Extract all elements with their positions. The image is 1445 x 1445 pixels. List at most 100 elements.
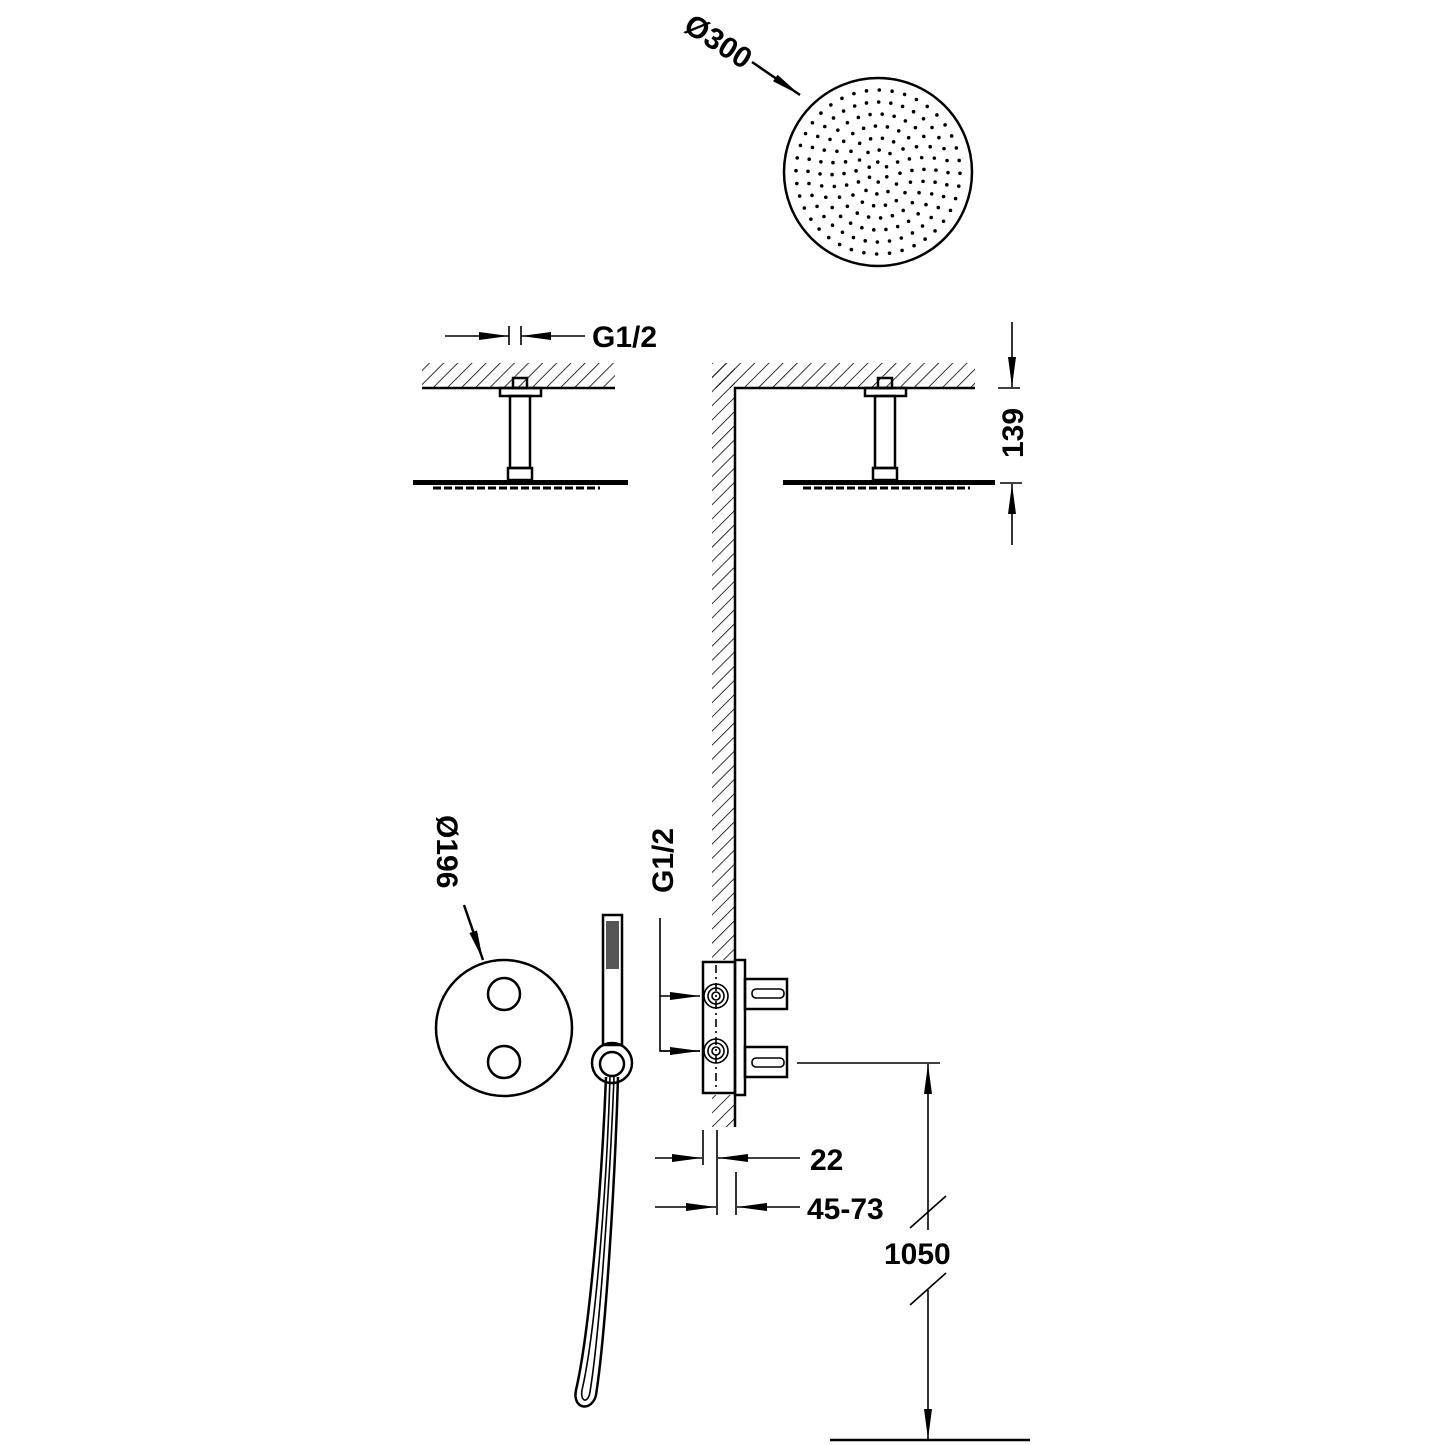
nozzle-dot: [809, 217, 813, 221]
nozzle-dot: [890, 89, 894, 94]
nozzle-dot: [862, 250, 866, 255]
nozzle-dot: [941, 194, 946, 199]
nozzle-dot: [894, 198, 899, 203]
nozzle-dot: [890, 213, 895, 218]
knob-icon: [486, 1044, 522, 1080]
nozzle-dot: [900, 248, 904, 253]
plate-diameter-label: Ø196: [430, 815, 463, 888]
nozzle-dot: [934, 168, 938, 172]
nozzle-dot: [818, 172, 822, 176]
nozzle-dot: [913, 125, 918, 130]
nozzle-dot: [898, 171, 902, 175]
nozzle-dot: [887, 251, 892, 255]
nozzle-dot: [831, 160, 835, 165]
nozzle-dot: [937, 135, 941, 140]
nozzle-dot: [871, 203, 876, 208]
nozzle-dot: [877, 88, 882, 92]
nozzle-dot: [958, 171, 962, 176]
nozzle-dot: [857, 141, 862, 146]
arm-height-label: 139: [997, 408, 1030, 458]
nozzle-dot: [845, 120, 850, 125]
nozzle-dot: [822, 124, 827, 129]
nozzle-dot: [867, 165, 872, 170]
nozzle-dot: [795, 156, 800, 160]
ceiling-arm-right: [783, 376, 995, 490]
nozzle-dot: [860, 200, 865, 204]
nozzle-dot: [863, 239, 868, 243]
nozzle-dot: [921, 116, 926, 121]
nozzle-dot: [910, 200, 915, 205]
nozzle-dot: [807, 181, 811, 186]
nozzle-dot: [794, 168, 798, 173]
nozzle-dot: [849, 149, 853, 154]
nozzle-dot: [908, 180, 913, 184]
nozzle-dot: [857, 158, 862, 162]
nozzle-dot: [873, 124, 878, 128]
nozzle-dot: [901, 208, 906, 213]
nozzle-dot: [888, 101, 893, 105]
nozzle-dot: [899, 236, 904, 240]
nozzle-dot: [907, 157, 912, 161]
nozzle-dot: [901, 147, 905, 151]
nozzle-dot: [864, 101, 869, 105]
mixer-plate-front-view: [434, 958, 574, 1098]
plate-diameter-arrow: [462, 904, 485, 961]
nozzle-dot: [810, 193, 814, 198]
overhead-diameter-label: Ø300: [678, 8, 758, 76]
nozzle-dot: [844, 183, 849, 187]
mixer-body-side-view: [701, 958, 789, 1097]
nozzle-dot: [842, 171, 846, 176]
nozzle-dot: [819, 111, 823, 115]
nozzle-dot: [874, 252, 879, 256]
nozzle-dot: [928, 144, 932, 149]
nozzle-dot: [830, 223, 835, 228]
nozzle-dot: [807, 157, 811, 162]
hand-shower: [574, 913, 634, 1408]
nozzle-dot: [892, 114, 896, 119]
nozzle-dot: [884, 174, 889, 179]
nozzle-dot: [856, 180, 861, 184]
nozzle-dot: [896, 129, 901, 133]
nozzle-dot: [819, 159, 823, 164]
nozzle-dot: [830, 172, 834, 177]
nozzle-dot: [895, 224, 900, 229]
nozzle-dot: [838, 214, 843, 219]
nozzle-dot: [864, 188, 868, 193]
nozzle-dot: [868, 112, 872, 117]
plate-offset-label: 22: [810, 1144, 843, 1177]
nozzle-dot: [795, 181, 799, 186]
nozzle-dot: [888, 151, 892, 156]
nozzle-dot: [935, 113, 939, 117]
nozzle-dot: [919, 155, 924, 160]
nozzle-dot: [831, 116, 836, 120]
nozzle-dot: [875, 192, 879, 196]
nozzle-dot: [922, 134, 926, 139]
nozzle-dot: [810, 145, 815, 150]
nozzle-dot: [864, 89, 869, 93]
nozzle-dot: [903, 190, 907, 195]
nozzle-dot: [851, 235, 856, 240]
nozzle-dot: [933, 229, 937, 233]
overhead-shower-top-view: [782, 76, 974, 268]
knob-icon: [486, 976, 522, 1012]
nozzle-dot: [954, 146, 959, 150]
nozzle-dot: [894, 182, 899, 186]
nozzle-dot: [943, 123, 947, 127]
nozzle-dot: [936, 205, 941, 210]
nozzle-dot: [917, 190, 921, 195]
nozzle-dot: [835, 149, 839, 154]
nozzle-dot: [906, 219, 911, 224]
nozzle-dot: [895, 160, 900, 164]
nozzle-dot: [945, 158, 949, 163]
nozzle-dot: [852, 104, 857, 108]
nozzle-dot: [914, 97, 919, 102]
nozzle-dot: [912, 243, 916, 248]
nozzle-dot: [885, 125, 890, 129]
nozzle-dot: [819, 184, 824, 188]
nozzle-dot: [817, 227, 821, 231]
nozzle-dot: [810, 120, 815, 125]
nozzle-dot: [880, 112, 885, 116]
nozzle-dot: [916, 212, 920, 216]
nozzle-dot: [849, 247, 854, 252]
nozzle-dot: [886, 189, 890, 194]
